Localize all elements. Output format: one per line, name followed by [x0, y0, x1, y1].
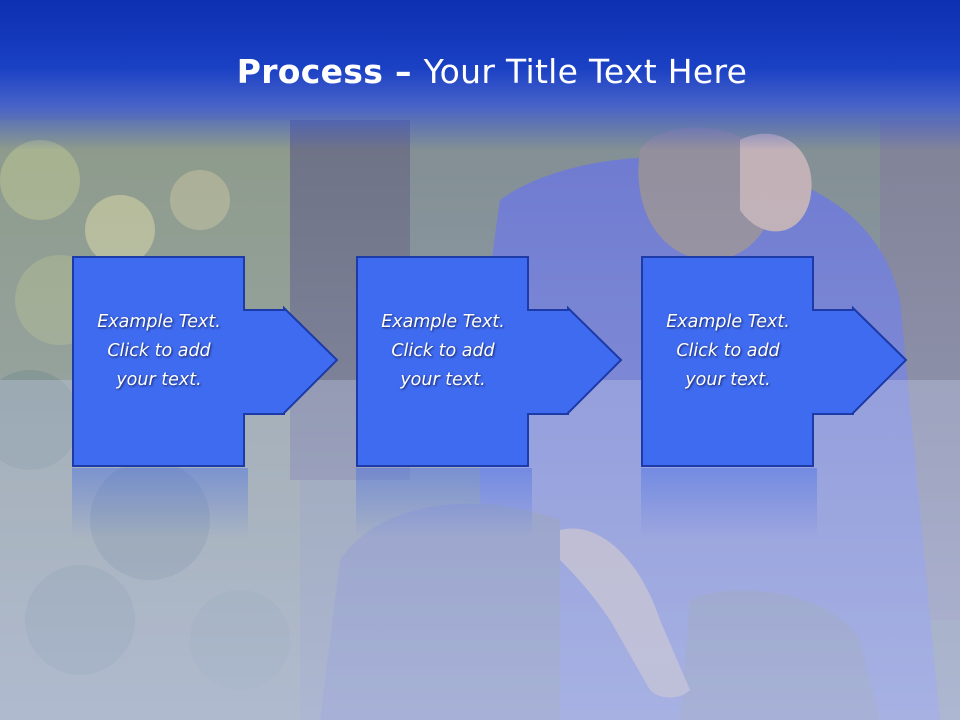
process-step-3[interactable]: Example Text. Click to add your text. — [641, 256, 908, 468]
step-1-reflection — [72, 468, 248, 538]
title-dash: – — [383, 52, 424, 91]
step-3-line-2: Click to add — [676, 341, 780, 361]
process-step-1[interactable]: Example Text. Click to add your text. — [72, 256, 339, 468]
step-1-line-1: Example Text. — [97, 312, 221, 332]
step-1-text[interactable]: Example Text. Click to add your text. — [74, 308, 244, 395]
step-1-line-2: Click to add — [107, 341, 211, 361]
slide-title[interactable]: Process – Your Title Text Here — [0, 52, 960, 91]
title-rest: Your Title Text Here — [423, 52, 748, 91]
process-step-2[interactable]: Example Text. Click to add your text. — [356, 256, 623, 468]
step-2-reflection — [356, 468, 532, 538]
step-2-line-2: Click to add — [391, 341, 495, 361]
step-1-line-3: your text. — [116, 370, 202, 390]
step-2-text[interactable]: Example Text. Click to add your text. — [358, 308, 528, 395]
title-band — [0, 0, 960, 150]
arrow-box-shape — [356, 256, 623, 467]
step-3-line-1: Example Text. — [666, 312, 790, 332]
step-2-line-1: Example Text. — [381, 312, 505, 332]
step-3-reflection — [641, 468, 817, 538]
step-2-line-3: your text. — [400, 370, 486, 390]
step-3-text[interactable]: Example Text. Click to add your text. — [643, 308, 813, 395]
arrow-box-shape — [72, 256, 339, 467]
step-3-line-3: your text. — [685, 370, 771, 390]
title-bold-word: Process — [236, 52, 384, 91]
arrow-box-shape — [641, 256, 908, 467]
